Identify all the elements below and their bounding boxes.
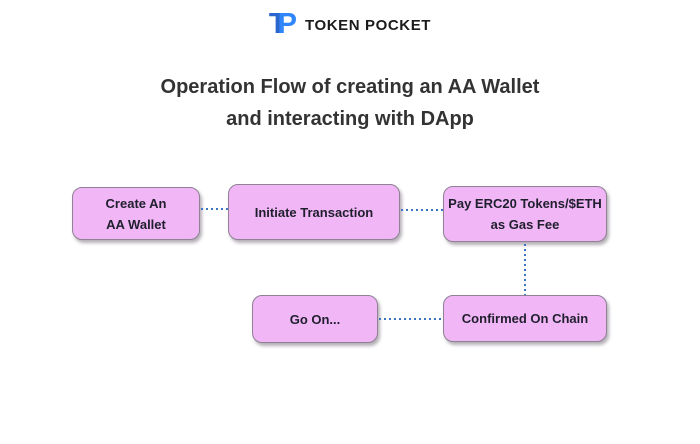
flow-node-label: Initiate Transaction bbox=[254, 204, 374, 220]
flow-node-initiate-transaction: Initiate Transaction bbox=[228, 184, 400, 240]
flow-node-label: AA Wallet bbox=[106, 216, 166, 232]
token-pocket-logo: T P TOKEN POCKET bbox=[0, 10, 700, 39]
flow-node-label: Create An bbox=[105, 195, 167, 211]
flow-node-create-aa-wallet: Create An AA Wallet bbox=[72, 187, 200, 240]
flow-node-label: Go On... bbox=[289, 311, 341, 327]
logo-wordmark: TOKEN POCKET bbox=[304, 17, 432, 34]
diagram-title: Operation Flow of creating an AA Wallet … bbox=[0, 71, 700, 135]
connector-pay-to-confirmed bbox=[524, 244, 526, 295]
token-pocket-logo-icon: T P bbox=[268, 8, 297, 40]
connector-create-to-initiate bbox=[201, 208, 228, 210]
connector-confirmed-to-go-on bbox=[379, 318, 443, 320]
flow-node-go-on: Go On... bbox=[252, 295, 378, 343]
connector-initiate-to-pay bbox=[401, 209, 443, 211]
flow-node-label: as Gas Fee bbox=[490, 217, 560, 232]
diagram-title-line2: and interacting with DApp bbox=[226, 108, 474, 130]
logo-letter-t: T bbox=[268, 8, 287, 40]
flow-node-label: Pay ERC20 Tokens/$ETH bbox=[448, 196, 602, 211]
diagram-title-line1: Operation Flow of creating an AA Wallet bbox=[160, 76, 540, 98]
flow-node-confirmed-on-chain: Confirmed On Chain bbox=[443, 295, 607, 342]
flow-node-pay-gas-fee: Pay ERC20 Tokens/$ETH as Gas Fee bbox=[443, 186, 607, 242]
logo-letter-p: P bbox=[277, 8, 297, 40]
flow-node-label: Confirmed On Chain bbox=[461, 311, 589, 326]
